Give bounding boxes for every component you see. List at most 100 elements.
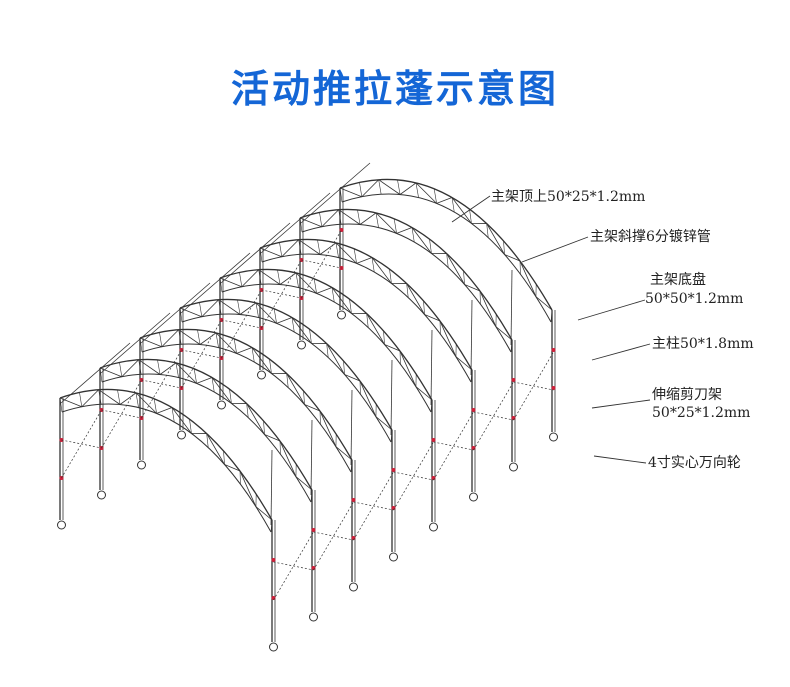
frame-6-truss-brace [335, 242, 357, 264]
frame-6-truss-brace [406, 283, 425, 315]
frame-4-right-wheel [389, 552, 398, 562]
frame-1-truss-post [189, 419, 192, 434]
frame-6-truss-brace [319, 242, 337, 255]
frame-2-top-arch [99, 358, 313, 491]
frame-3-truss-brace [161, 329, 179, 348]
frame-7-left-wheel [297, 340, 306, 350]
label-wheel: 4寸实心万向轮 [648, 455, 741, 471]
frame-4-truss-post [309, 329, 312, 344]
frame-6-truss-post [389, 269, 392, 284]
frame-3-truss-brace [251, 347, 272, 374]
frame-8-truss-post [378, 179, 382, 195]
frame-6-top-arch [259, 238, 473, 371]
scissor-right [393, 441, 434, 511]
frame-6-truss-post [298, 239, 302, 255]
frame-4-truss-brace [239, 302, 257, 315]
scissor-left [261, 259, 302, 329]
frame-1-truss-post [206, 433, 209, 448]
frame-1-truss-post [171, 407, 175, 423]
frame-7-joint [511, 416, 516, 420]
frame-2-truss-post [119, 362, 123, 377]
scissor-left [61, 439, 102, 449]
frame-5-truss-post [383, 330, 385, 345]
scissor-left [181, 319, 222, 389]
frame-3-top-arch [139, 328, 353, 461]
frame-4-truss-post [291, 317, 295, 333]
frame-3-truss-brace [304, 404, 321, 412]
frame-6-truss-post [406, 283, 409, 298]
frame-5-right-wheel [429, 522, 438, 532]
frame-1-inner-arch [61, 403, 272, 533]
frame-2-truss-brace [246, 403, 265, 435]
frame-1-truss-post [153, 398, 157, 414]
frame-4-truss-post [273, 308, 277, 324]
frame-2-truss-brace [196, 377, 213, 384]
frame-7-inner-arch [301, 223, 512, 353]
frame-8-truss-brace [519, 260, 537, 297]
frame-7-truss-post [375, 212, 379, 228]
scissor-left [221, 319, 262, 329]
frame-6-truss-brace [281, 239, 299, 258]
frame-7-truss-brace [396, 227, 413, 234]
frame-6-truss-brace [371, 257, 392, 284]
scissor-right [313, 531, 354, 541]
scissor-right [513, 351, 554, 421]
label-top-beam: 主架顶上50*25*1.2mm [491, 189, 646, 205]
frame-3-truss-brace [178, 329, 201, 345]
frame-3-truss-brace [319, 410, 337, 447]
frame-7-truss-post [357, 209, 361, 225]
scissor-right [353, 471, 394, 541]
scissor-left [61, 409, 102, 479]
frame-6-inner-arch [261, 253, 472, 383]
frame-4-truss-brace [276, 317, 293, 324]
frame-2-truss-post [193, 368, 197, 384]
frame-3-truss-post [159, 332, 163, 347]
diagonal-brace [260, 192, 331, 254]
frame-7-truss-brace [299, 217, 322, 228]
frame-3-truss-brace [236, 347, 253, 354]
frame-2-truss-brace [99, 367, 122, 378]
frame-4-truss-brace [375, 416, 393, 431]
frame-8-left-wheel [337, 310, 346, 320]
frame-5-truss-post [349, 299, 352, 314]
frame-4-truss-post [237, 299, 241, 315]
frame-7-joint [511, 378, 516, 382]
frame-2-left-wheel [97, 490, 106, 500]
frame-6-truss-brace [439, 320, 457, 357]
frame-2-right-wheel [309, 612, 318, 622]
frame-4-truss-brace [359, 380, 377, 417]
diagonal-brace [300, 162, 371, 224]
frame-1-truss-post [223, 450, 225, 465]
label-diagonal-brace: 主架斜撑6分镀锌管 [590, 229, 711, 245]
frame-1-truss-brace [255, 506, 273, 521]
frame-2-truss-post [175, 362, 179, 378]
frame-1-truss-brace [206, 433, 225, 465]
frame-1-truss-brace [81, 389, 99, 408]
frame-5-top-arch [219, 268, 433, 401]
frame-5-truss-post [277, 269, 281, 285]
frame-4-truss-brace [218, 299, 241, 315]
frame-7-truss-post [393, 218, 397, 234]
frame-1-truss-brace [135, 392, 157, 414]
diagonal-brace [390, 359, 393, 436]
frame-6-right-wheel [469, 492, 478, 502]
scissor-right [313, 501, 354, 571]
frame-5-joint [431, 476, 436, 480]
frame-6-truss-brace [455, 356, 473, 371]
frame-2-truss-post [157, 359, 161, 375]
frame-2-truss-brace [175, 362, 197, 384]
frame-6-joint [471, 446, 476, 450]
frame-8-truss-post [359, 182, 363, 197]
diagonal-brace [60, 342, 131, 404]
label-base-line2: 50*50*1.2mm [645, 291, 744, 307]
frame-1-joint [271, 596, 276, 600]
frame-5-truss-brace [331, 287, 352, 314]
frame-4-left-wheel [177, 430, 186, 440]
frame-7-truss-post [319, 212, 323, 227]
frame-1-truss-post [79, 392, 83, 407]
frame-5-left-wheel [217, 400, 226, 410]
frame-7-truss-post [463, 270, 465, 285]
frame-4-truss-post [199, 302, 203, 317]
frame-1-top-arch [59, 388, 273, 521]
page-title: 活动推拉蓬示意图 [230, 67, 559, 111]
